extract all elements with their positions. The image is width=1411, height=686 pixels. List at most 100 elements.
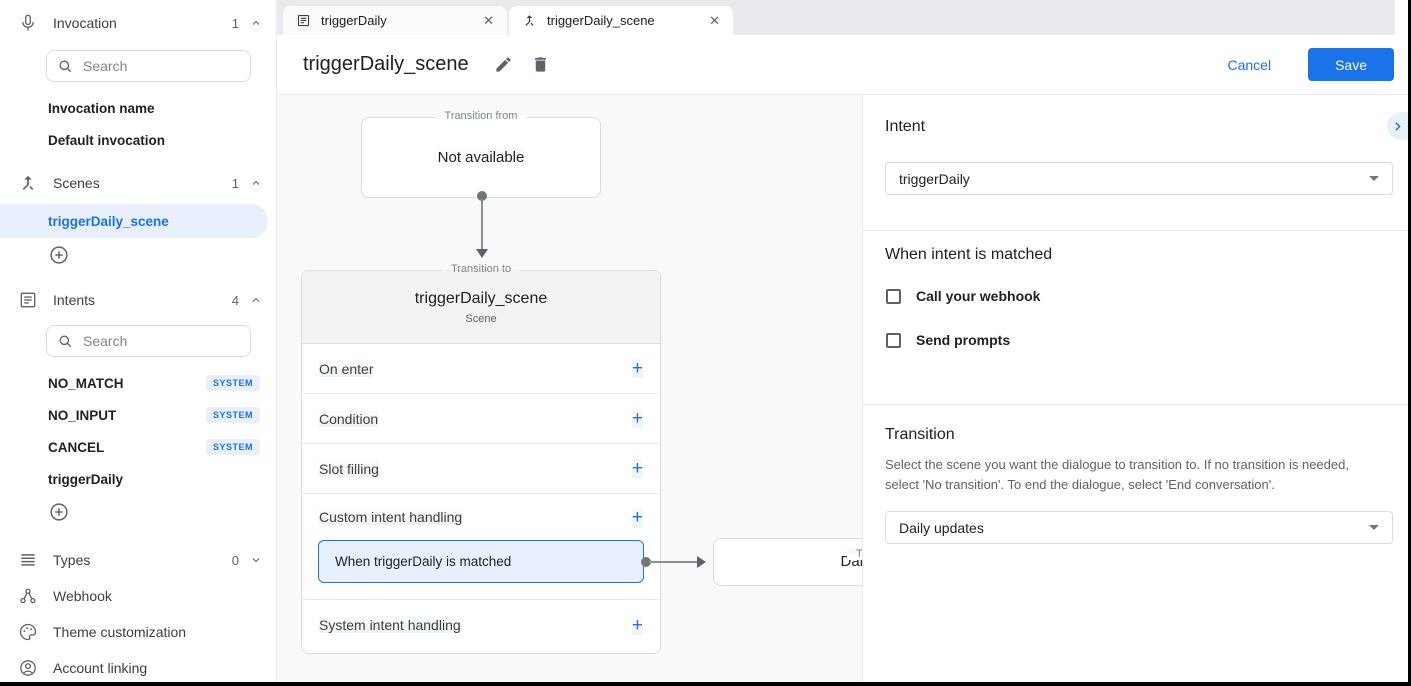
transition-heading: Transition (885, 426, 955, 443)
intents-search[interactable] (46, 325, 251, 357)
sidebar-section-types[interactable]: Types 0 (0, 542, 276, 578)
chevron-down-icon[interactable] (250, 554, 262, 566)
invocation-search-input[interactable] (83, 58, 240, 74)
sidebar-item-invocation-name[interactable]: Invocation name (48, 100, 155, 116)
add-icon[interactable]: + (631, 408, 643, 429)
page-title: triggerDaily_scene (303, 53, 469, 75)
box-legend: Transition to (714, 531, 862, 577)
daily-updates-label: Daily updates (840, 553, 862, 570)
intent-handler-chip[interactable]: When triggerDaily is matched (318, 540, 644, 583)
nav-label: Theme customization (53, 624, 187, 640)
section-label: Scenes (53, 175, 100, 191)
types-icon (21, 554, 35, 566)
save-button[interactable]: Save (1308, 48, 1394, 81)
add-icon[interactable]: + (631, 614, 643, 636)
intent-name: NO_MATCH (48, 375, 124, 391)
checkbox-label: Call your webhook (916, 288, 1041, 304)
row-label: Custom intent handling (319, 509, 463, 525)
tab-triggerdaily-scene[interactable]: triggerDaily_scene ✕ (509, 6, 733, 35)
connector-line (649, 561, 697, 563)
section-label: Intents (53, 292, 96, 308)
transition-description: Select the scene you want the dialogue t… (885, 457, 1349, 493)
sidebar-section-intents[interactable]: Intents 4 (0, 285, 276, 315)
send-prompts-checkbox[interactable] (886, 332, 901, 348)
search-icon (59, 335, 72, 348)
caret-down-icon (1369, 176, 1379, 181)
scene-header-bar: triggerDaily_scene Cancel Save (277, 35, 1408, 95)
connector-dot (641, 557, 651, 567)
close-icon[interactable]: ✕ (709, 12, 720, 28)
intent-name: CANCEL (48, 439, 105, 455)
intent-icon (297, 14, 310, 27)
add-scene-button[interactable] (48, 244, 70, 266)
sidebar-item-intent[interactable]: NO_INPUT SYSTEM (0, 399, 260, 431)
row-label: System intent handling (319, 617, 461, 633)
sidebar-section-invocation[interactable]: Invocation 1 (0, 8, 276, 38)
scene-row-condition: Condition + (302, 394, 660, 444)
row-label: Condition (319, 410, 379, 427)
add-icon[interactable]: + (631, 358, 643, 379)
nav-label: Webhook (53, 588, 112, 604)
connector-dot (477, 191, 487, 201)
intent-name: NO_INPUT (48, 407, 117, 423)
section-count: 1 (231, 15, 239, 31)
scene-row-slot-filling: Slot filling + (302, 444, 660, 494)
system-badge: SYSTEM (205, 439, 260, 455)
close-icon[interactable]: ✕ (483, 12, 494, 28)
sidebar-item-triggerdaily-scene[interactable]: triggerDaily_scene (0, 204, 268, 238)
scene-row-on-enter: On enter + (302, 344, 660, 394)
prompts-checkbox-row: Send prompts (886, 332, 1010, 348)
nav-label: Account linking (53, 660, 148, 676)
transition-select[interactable]: Daily updates (885, 511, 1393, 544)
row-label: On enter (319, 360, 374, 377)
box-legend: Transition from (362, 110, 600, 122)
scene-row-system-intent-handling: System intent handling + (302, 600, 660, 650)
tab-label: triggerDaily (321, 13, 387, 28)
cancel-button[interactable]: Cancel (1227, 56, 1272, 73)
add-icon[interactable]: + (631, 506, 643, 528)
sidebar-item-theme-customization[interactable]: Theme customization (0, 614, 276, 650)
sidebar-item-intent[interactable]: NO_MATCH SYSTEM (0, 367, 260, 399)
sidebar: Invocation 1 Invocation name Default inv… (0, 0, 277, 682)
sidebar-item-intent[interactable]: triggerDaily (0, 463, 260, 495)
add-icon[interactable]: + (631, 458, 643, 479)
sidebar-item-webhook[interactable]: Webhook (0, 578, 276, 614)
intent-detail-panel: Intent triggerDaily When intent is match… (862, 95, 1408, 682)
add-intent-button[interactable] (48, 501, 70, 523)
scene-canvas: Transition from Not available Transition… (277, 95, 862, 682)
sidebar-section-scenes[interactable]: Scenes 1 (0, 168, 276, 198)
checkbox-label: Send prompts (916, 332, 1011, 348)
account-icon (20, 660, 36, 676)
section-label: Invocation (53, 15, 117, 31)
sidebar-item-default-invocation[interactable]: Default invocation (48, 132, 166, 148)
call-webhook-checkbox[interactable] (886, 288, 901, 304)
tab-triggerdaily[interactable]: triggerDaily ✕ (283, 6, 507, 35)
chevron-up-icon[interactable] (250, 17, 262, 29)
intent-select[interactable]: triggerDaily (885, 162, 1393, 195)
tab-label: triggerDaily_scene (547, 13, 655, 28)
edit-icon[interactable] (494, 55, 513, 74)
sidebar-item-intent[interactable]: CANCEL SYSTEM (0, 431, 260, 463)
sidebar-item-account-linking[interactable]: Account linking (0, 650, 276, 682)
daily-updates-box: Transition to Daily updates (713, 538, 862, 586)
section-count: 1 (231, 175, 239, 191)
intents-search-input[interactable] (83, 333, 240, 349)
chevron-up-icon[interactable] (250, 177, 262, 189)
palette-icon (19, 623, 37, 641)
connector-line (481, 199, 483, 249)
chevron-up-icon[interactable] (250, 294, 262, 306)
intent-heading: Intent (885, 118, 926, 135)
webhook-checkbox-row: Call your webhook (886, 288, 1040, 304)
caret-down-icon (1369, 525, 1379, 530)
transition-from-box: Transition from Not available (361, 110, 601, 198)
scene-card-title: triggerDaily_scene (414, 289, 548, 307)
invocation-search[interactable] (46, 50, 251, 82)
section-count: 0 (231, 552, 239, 568)
content-area: Transition from Not available Transition… (277, 95, 1408, 682)
webhook-icon (20, 588, 36, 604)
delete-icon[interactable] (531, 55, 550, 74)
section-label: Types (53, 552, 91, 568)
collapse-panel-button[interactable] (1387, 112, 1408, 140)
arrow-right (697, 556, 706, 568)
